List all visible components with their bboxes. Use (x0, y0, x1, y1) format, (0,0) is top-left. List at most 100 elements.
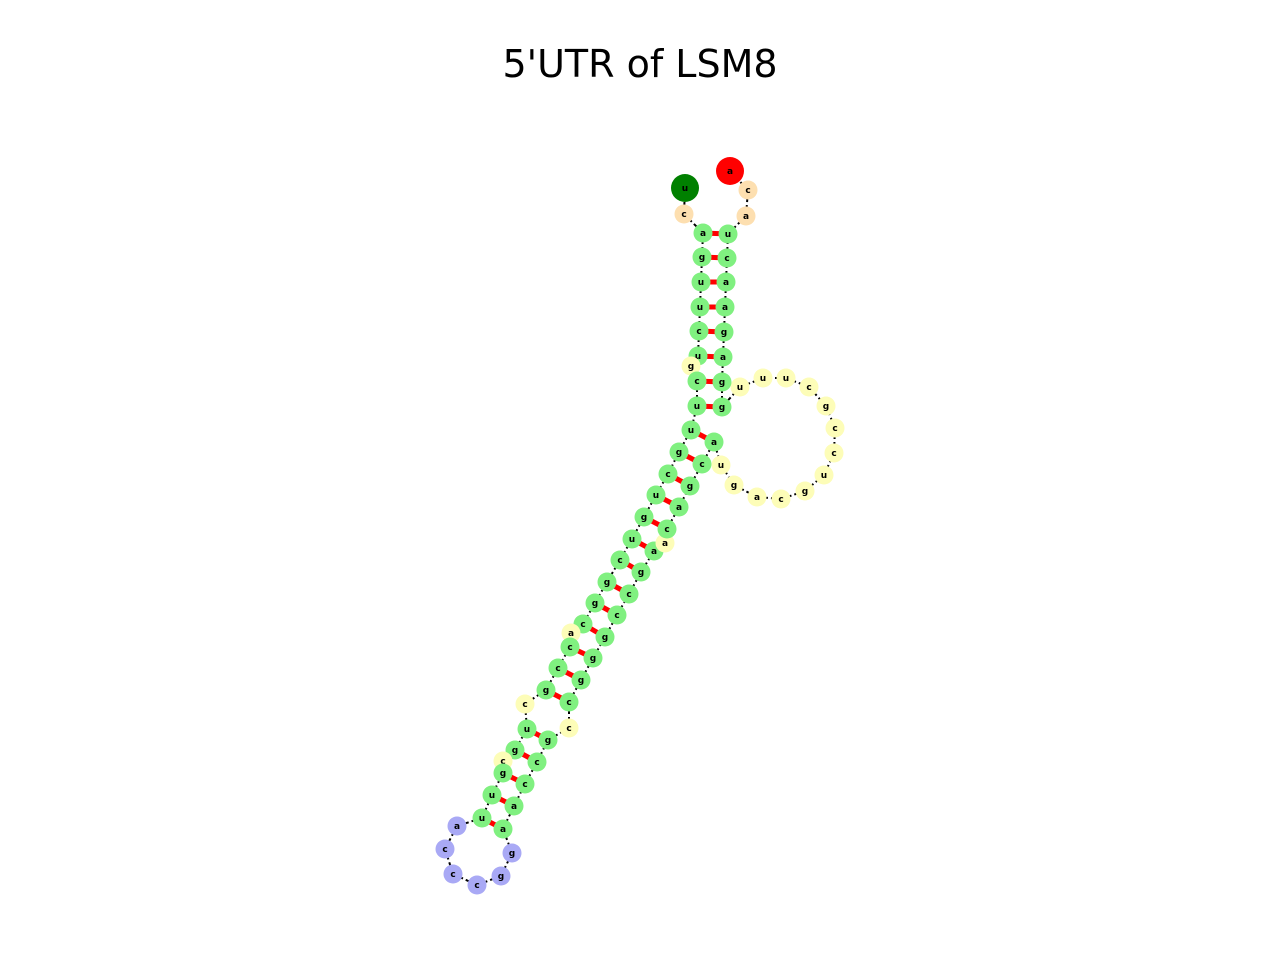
nucleotide-label: a (511, 802, 517, 812)
nucleotide-circle (795, 481, 815, 501)
nucleotide-circle (680, 476, 700, 496)
nucleotide-circle (585, 593, 605, 613)
nucleotide-label: u (688, 426, 694, 436)
nucleotide-label: a (711, 438, 717, 448)
nucleotide-label: u (524, 725, 530, 735)
nucleotide-label: g (688, 362, 694, 372)
nucleotide-78: u (718, 224, 738, 244)
nucleotide-67: c (799, 377, 819, 397)
nucleotide-label: g (802, 487, 808, 497)
nucleotide-label: u (698, 278, 704, 288)
nucleotide-24: g (536, 680, 556, 700)
nucleotide-18: g (597, 572, 617, 592)
nucleotide-61: c (771, 489, 791, 509)
nucleotide-label: c (831, 449, 836, 459)
nucleotide-circle (681, 420, 701, 440)
nucleotide-15: g (634, 507, 654, 527)
nucleotide-77: c (717, 248, 737, 268)
nucleotide-10: u (687, 396, 707, 416)
nucleotide-label: u (629, 535, 635, 545)
nucleotide-label: g (676, 448, 682, 458)
nucleotide-circle (597, 572, 617, 592)
nucleotide-label: u (718, 461, 724, 471)
nucleotide-label: c (522, 700, 527, 710)
nucleotide-30: u (482, 785, 502, 805)
nucleotide-circle (715, 297, 735, 317)
nucleotide-label: a (568, 629, 574, 639)
nucleotide-circle (674, 204, 694, 224)
nucleotide-4: u (691, 272, 711, 292)
nucleotide-16: u (622, 529, 642, 549)
nucleotide-48: c (607, 605, 627, 625)
nucleotide-circle (713, 347, 733, 367)
nucleotide-circle (505, 740, 525, 760)
nucleotide-label: g (731, 481, 737, 491)
nucleotide-74: g (714, 322, 734, 342)
nucleotide-circle (681, 356, 701, 376)
nucleotide-label: c (566, 724, 571, 734)
nucleotide-circle (687, 371, 707, 391)
nucleotide-circle (493, 763, 513, 783)
nucleotide-circle (646, 485, 666, 505)
nucleotide-circle (515, 774, 535, 794)
nucleotide-circle (736, 206, 756, 226)
nucleotide-label: a (720, 353, 726, 363)
nucleotide-34: c (443, 864, 463, 884)
nucleotide-label: g (699, 253, 705, 263)
nucleotide-circle (671, 174, 699, 202)
nucleotide-circle (669, 442, 689, 462)
nucleotide-circle (776, 368, 796, 388)
nucleotide-label: c (724, 254, 729, 264)
nucleotide-circle (692, 247, 712, 267)
nucleotide-label: a (727, 167, 733, 177)
nucleotide-1: c (674, 204, 694, 224)
nucleotide-label: g (641, 513, 647, 523)
nucleotide-label: g (687, 482, 693, 492)
nucleotide-label: u (489, 791, 495, 801)
nucleotide-label: c (566, 698, 571, 708)
nucleotide-label: g (602, 633, 608, 643)
nucleotide-circle (704, 432, 724, 452)
nucleotide-label: u (697, 303, 703, 313)
nucleotide-circle (771, 489, 791, 509)
nucleotide-12: g (669, 442, 689, 462)
nucleotide-32: a (447, 816, 467, 836)
nucleotide-circle (622, 529, 642, 549)
nucleotide-circle (515, 694, 535, 714)
nucleotide-circle (571, 670, 591, 690)
nucleotide-circle (561, 623, 581, 643)
nucleotide-circle (536, 680, 556, 700)
nucleotide-label: c (500, 757, 505, 767)
nucleotide-label: g (590, 654, 596, 664)
nucleotide-21: a (561, 623, 581, 643)
nucleotide-63: u (814, 465, 834, 485)
nucleotide-label: g (823, 402, 829, 412)
nucleotide-27: g (505, 740, 525, 760)
nucleotide-69: u (753, 368, 773, 388)
nucleotide-label: a (454, 822, 460, 832)
nucleotide-label: u (783, 374, 789, 384)
nucleotide-circle (692, 454, 712, 474)
nucleotide-68: u (776, 368, 796, 388)
nucleotide-66: g (816, 396, 836, 416)
nucleotide-8: g (681, 356, 701, 376)
nucleotide-circle (738, 180, 758, 200)
nucleotide-label: u (479, 814, 485, 824)
nucleotide-56: c (692, 454, 712, 474)
nucleotide-circle (716, 157, 744, 185)
nucleotide-circle (467, 875, 487, 895)
nucleotide-label: c (681, 210, 686, 220)
nucleotide-circle (491, 866, 511, 886)
nucleotide-26: u (517, 719, 537, 739)
nucleotide-label: c (450, 870, 455, 880)
nucleotide-circle (619, 584, 639, 604)
base-pair-bonds (480, 230, 729, 832)
nucleotide-circle (607, 605, 627, 625)
nucleotide-60: a (747, 487, 767, 507)
nucleotide-54: a (669, 497, 689, 517)
nucleotide-35: c (467, 875, 487, 895)
nucleotide-circle (655, 533, 675, 553)
nucleotide-72: g (712, 372, 732, 392)
nucleotide-label: a (722, 303, 728, 313)
nucleotide-circle (689, 321, 709, 341)
